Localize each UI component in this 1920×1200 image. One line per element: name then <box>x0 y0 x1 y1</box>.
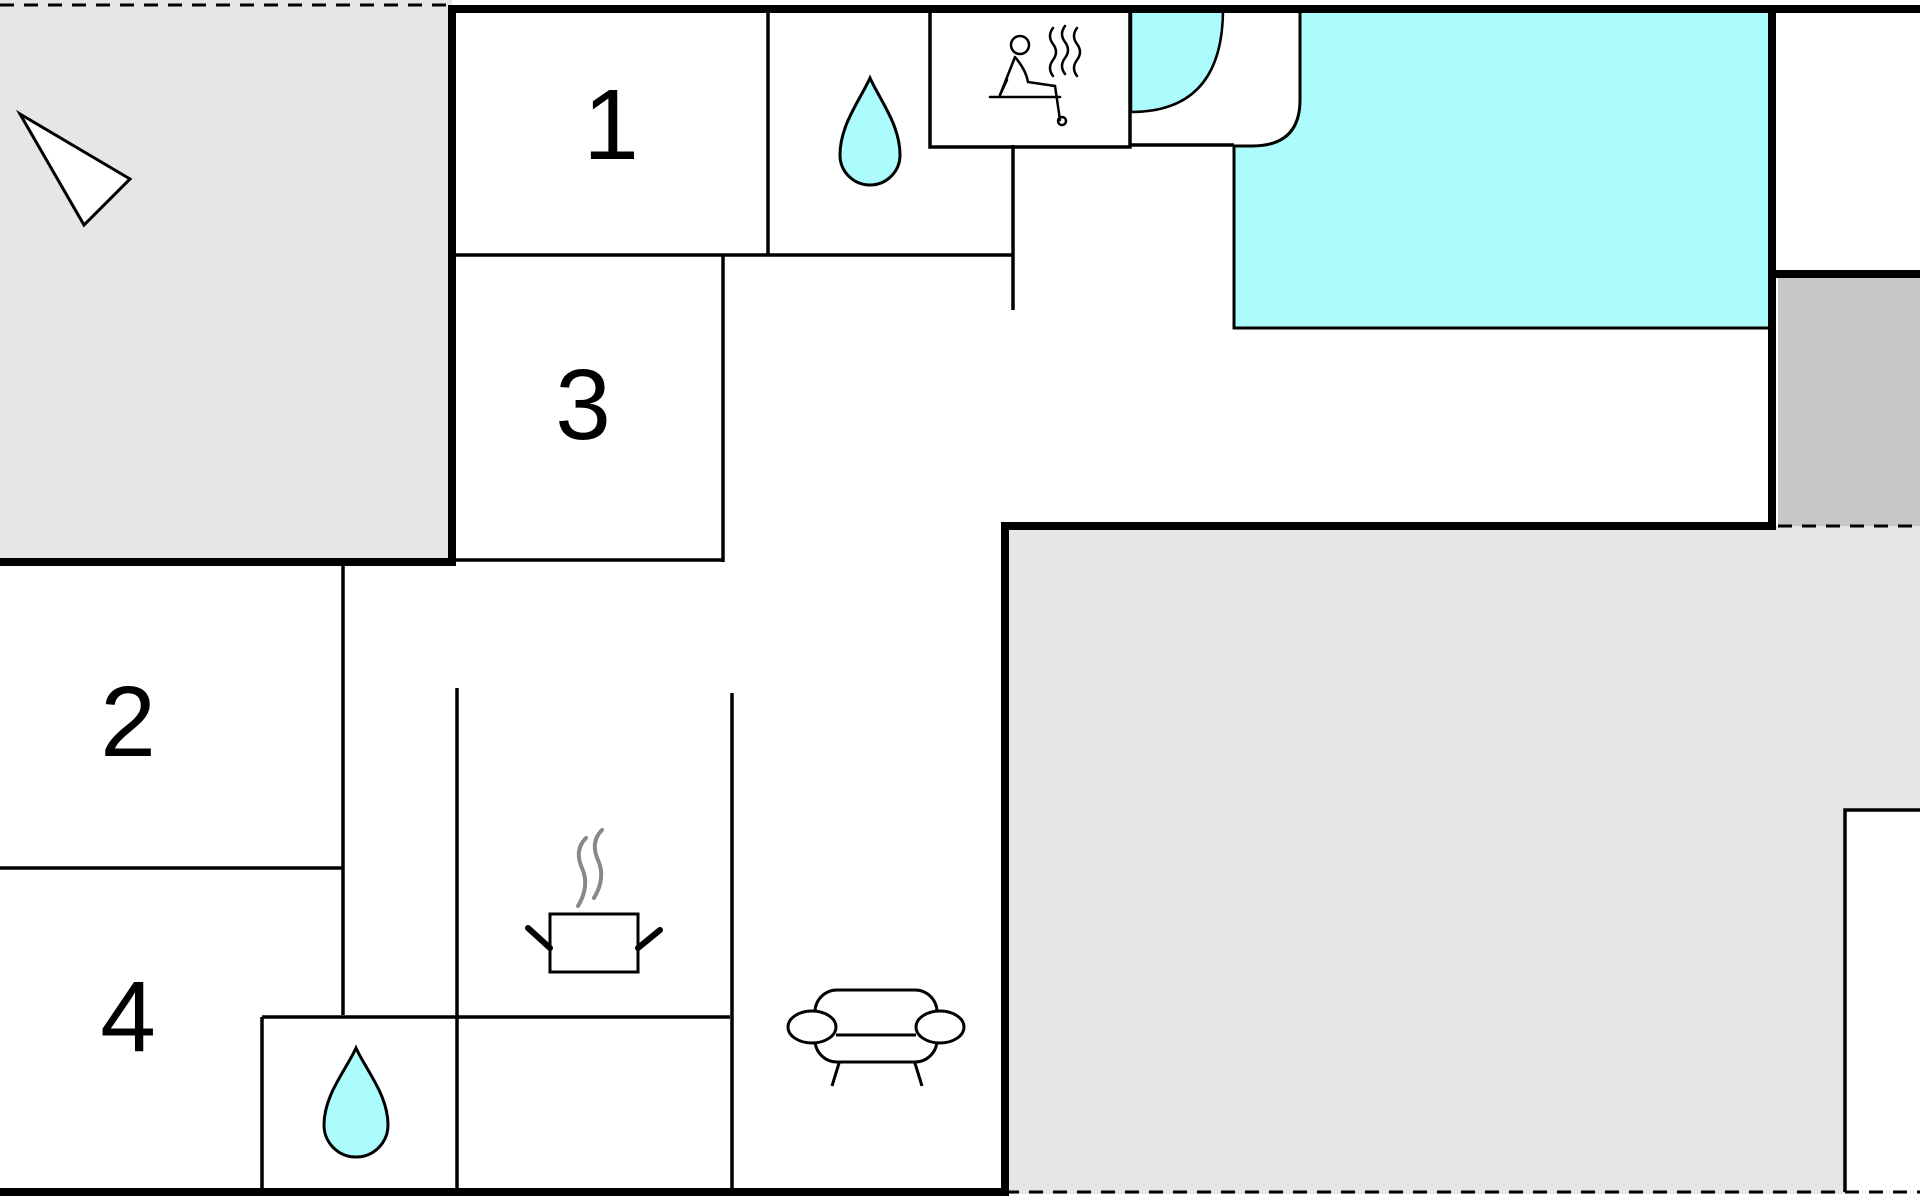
room-number-4: 4 <box>100 961 156 1073</box>
pool <box>1232 7 1774 330</box>
sofa-icon <box>786 988 966 1087</box>
sauna-icon <box>988 24 1082 127</box>
wall-exterior-main <box>0 5 1776 1196</box>
room-notch-white <box>1845 810 1920 1195</box>
room-number-3: 3 <box>555 349 611 461</box>
room-number-1: 1 <box>583 69 639 181</box>
water-drop-icon <box>322 1044 390 1159</box>
terrace-area-bottom-right <box>1005 526 1920 1194</box>
compass-north-icon <box>15 109 133 228</box>
kitchen-pot-icon <box>525 828 663 974</box>
carport-area <box>1778 276 1920 526</box>
wall-notch <box>1843 808 1920 1192</box>
water-drop-icon <box>838 74 902 187</box>
terrace-area-top-left <box>0 0 452 562</box>
room-number-2: 2 <box>100 666 156 778</box>
pool-step <box>1129 7 1225 114</box>
sauna-room <box>928 7 1132 149</box>
